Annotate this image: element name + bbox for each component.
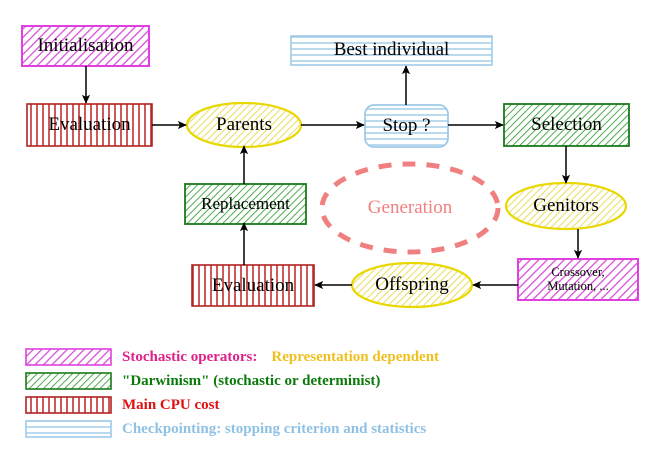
legend-item-2: Main CPU cost bbox=[122, 395, 220, 415]
legend-item-3: Checkpointing: stopping criterion and st… bbox=[122, 419, 426, 439]
node-replacement[interactable] bbox=[184, 183, 307, 225]
legend-item-0: Stochastic operators: Representation dep… bbox=[122, 347, 439, 367]
node-crossover-mutation[interactable] bbox=[517, 258, 639, 301]
node-genitors[interactable] bbox=[504, 181, 628, 231]
node-best-individual[interactable] bbox=[290, 35, 493, 66]
legend-label-2: Main CPU cost bbox=[122, 396, 220, 413]
legend-swatch-1 bbox=[25, 372, 112, 390]
legend-swatch-3 bbox=[25, 420, 112, 438]
legend-swatch-2 bbox=[25, 396, 112, 414]
node-parents[interactable] bbox=[185, 101, 303, 149]
node-stop[interactable] bbox=[364, 104, 449, 148]
node-evaluation-bottom[interactable] bbox=[191, 264, 315, 307]
legend-label-3: Checkpointing: stopping criterion and st… bbox=[122, 420, 427, 437]
node-evaluation-top[interactable] bbox=[26, 103, 153, 147]
legend-label-1: "Darwinism" (stochastic or determinist) bbox=[122, 372, 381, 389]
legend-label-0: Stochastic operators: bbox=[122, 348, 258, 365]
legend-swatch-0 bbox=[25, 348, 112, 366]
node-selection[interactable] bbox=[503, 103, 630, 147]
node-offspring[interactable] bbox=[350, 261, 474, 309]
node-initialisation[interactable] bbox=[21, 25, 150, 67]
node-generation bbox=[319, 161, 501, 255]
legend-item-1: "Darwinism" (stochastic or determinist) bbox=[122, 371, 380, 391]
legend-label-0-secondary: Representation dependent bbox=[271, 348, 440, 365]
